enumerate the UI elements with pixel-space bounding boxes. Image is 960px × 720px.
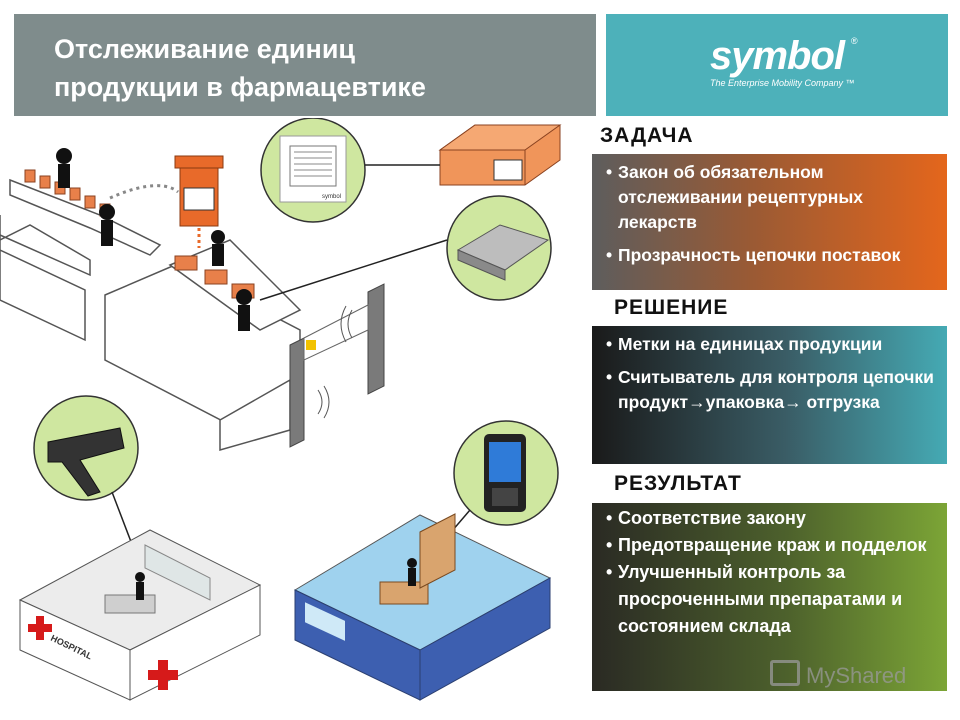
mobile-computer-detail — [453, 420, 559, 526]
result-panel: Соответствие закону Предотвращение краж … — [592, 503, 947, 691]
red-cross-icon — [28, 616, 52, 640]
solution-panel: Метки на единицах продукции Считыватель … — [592, 326, 947, 464]
result-item: Предотвращение краж и подделок — [604, 532, 937, 559]
signal-waves-icon — [317, 385, 330, 419]
solution-item: Метки на единицах продукции — [604, 332, 937, 357]
watermark-logo-icon — [770, 660, 800, 686]
result-heading: РЕЗУЛЬТАТ — [614, 472, 742, 495]
brand-logo-box: symbol ® The Enterprise Mobility Company… — [606, 14, 948, 116]
supply-chain-illustration: symbol — [0, 118, 562, 701]
task-item: Прозрачность цепочки поставок — [604, 243, 937, 268]
watermark: MyShared — [770, 660, 906, 689]
solution-heading: РЕШЕНИЕ — [614, 296, 729, 319]
shipping-box — [438, 124, 562, 186]
task-panel: Закон об обязательном отслеживании рецеп… — [592, 154, 947, 290]
rfid-tag-detail: symbol — [260, 118, 366, 223]
pharmacy-building — [293, 513, 552, 701]
flow-dotted-line — [109, 184, 179, 200]
result-item: Соответствие закону — [604, 505, 937, 532]
rfid-portal — [289, 283, 385, 448]
result-item: Улучшенный контроль за просроченными пре… — [604, 559, 937, 640]
pointer-line — [259, 239, 448, 301]
task-heading: ЗАДАЧА — [600, 124, 694, 147]
solution-item: Считыватель для контроля цепочки продукт… — [604, 365, 937, 415]
rfid-reader-detail — [446, 195, 552, 301]
tag-brand-label: symbol — [322, 194, 341, 200]
brand-tagline: The Enterprise Mobility Company ™ — [710, 78, 855, 88]
signal-waves-icon — [340, 305, 353, 343]
title-bar: Отслеживание единиц продукции в фармацев… — [14, 14, 596, 116]
page-title: Отслеживание единиц продукции в фармацев… — [54, 30, 426, 106]
task-item: Закон об обязательном отслеживании рецеп… — [604, 160, 937, 235]
worker-figures — [56, 148, 252, 331]
title-line-2: продукции в фармацевтике — [54, 72, 426, 102]
hospital-building: HOSPITAL — [18, 529, 262, 701]
brand-logo-word: symbol — [710, 34, 845, 78]
registered-mark-icon: ® — [851, 36, 858, 46]
watermark-text: MyShared — [806, 663, 907, 688]
handheld-scanner-detail — [33, 395, 139, 501]
title-line-1: Отслеживание единиц — [54, 34, 356, 64]
pill-bottle — [174, 155, 224, 248]
production-line — [0, 178, 302, 451]
red-cross-icon — [148, 660, 178, 690]
